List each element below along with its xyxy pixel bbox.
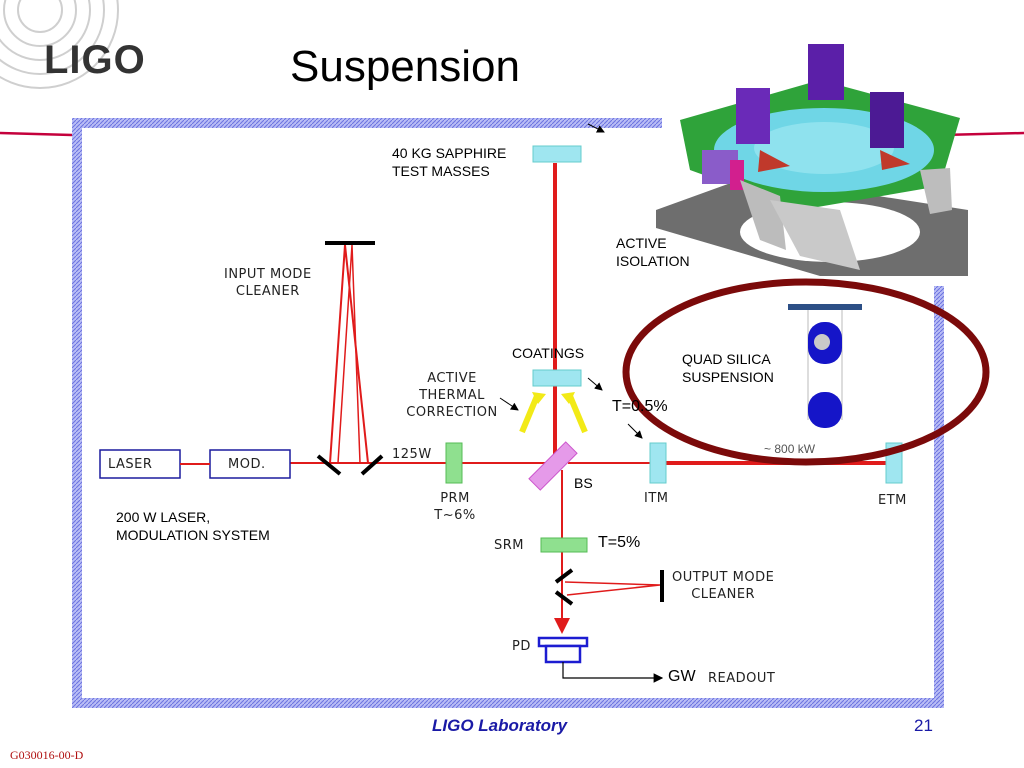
quad-suspension-label: QUAD SILICA SUSPENSION [682, 351, 774, 385]
srm-transmission-label: T=5% [598, 534, 641, 551]
output-mode-cleaner-label: OUTPUT MODE CLEANER [672, 570, 775, 602]
imc-left-mirror [316, 454, 342, 476]
document-id: G030016-00-D [10, 748, 84, 762]
active-thermal-correction-label: ACTIVE THERMAL CORRECTION [406, 371, 498, 420]
arm-power-label: ~ 800 kW [764, 442, 816, 456]
highlight-ellipse [622, 278, 990, 466]
etm-label: ETM [878, 493, 907, 508]
readout-label: READOUT [708, 671, 776, 686]
page-number: 21 [914, 716, 933, 735]
coatings-label: COATINGS [512, 345, 585, 361]
prm-mirror [445, 442, 463, 484]
logo-circles-decoration [0, 0, 119, 89]
active-isolation-render [656, 44, 968, 276]
mod-box [209, 449, 291, 479]
laser-box-label: LASER [108, 457, 153, 472]
vacuum-frame [72, 118, 944, 708]
itm-y-mirror [532, 369, 582, 387]
imc-right-mirror [360, 454, 384, 476]
srm-label: SRM [494, 538, 525, 553]
beamsplitter-label: BS [574, 475, 593, 491]
ligo-logo: LIGO [44, 38, 146, 82]
omc-mirror-bottom [554, 590, 574, 606]
power-label: 125W [392, 447, 432, 462]
laser-box [99, 449, 181, 479]
test-masses-label: 40 KG SAPPHIRE TEST MASSES [392, 145, 507, 179]
srm-mirror [540, 537, 588, 553]
gw-label: GW [668, 668, 696, 685]
quad-suspension-drawing [788, 304, 862, 428]
header-swoosh-line [0, 131, 1024, 137]
prm-label: PRM T~6% [434, 491, 476, 523]
mod-box-label: MOD. [228, 457, 266, 472]
slide-title: Suspension [290, 42, 520, 91]
omc-mirror-top [554, 568, 574, 584]
laser-system-label: 200 W LASER, MODULATION SYSTEM [116, 509, 270, 543]
photodiode [537, 636, 589, 664]
beamsplitter [528, 441, 578, 491]
etm-top-mirror [532, 145, 582, 163]
itm-label: ITM [644, 491, 669, 506]
active-isolation-label: ACTIVE ISOLATION [616, 235, 690, 269]
input-mode-cleaner-label: INPUT MODE CLEANER [224, 267, 312, 299]
thermal-correction-arrows [519, 392, 588, 434]
footer-lab-name: LIGO Laboratory [432, 716, 568, 735]
itm-transmission-label: T=0.5% [612, 398, 668, 415]
itm-x-mirror [649, 442, 667, 484]
photodiode-label: PD [512, 639, 531, 654]
